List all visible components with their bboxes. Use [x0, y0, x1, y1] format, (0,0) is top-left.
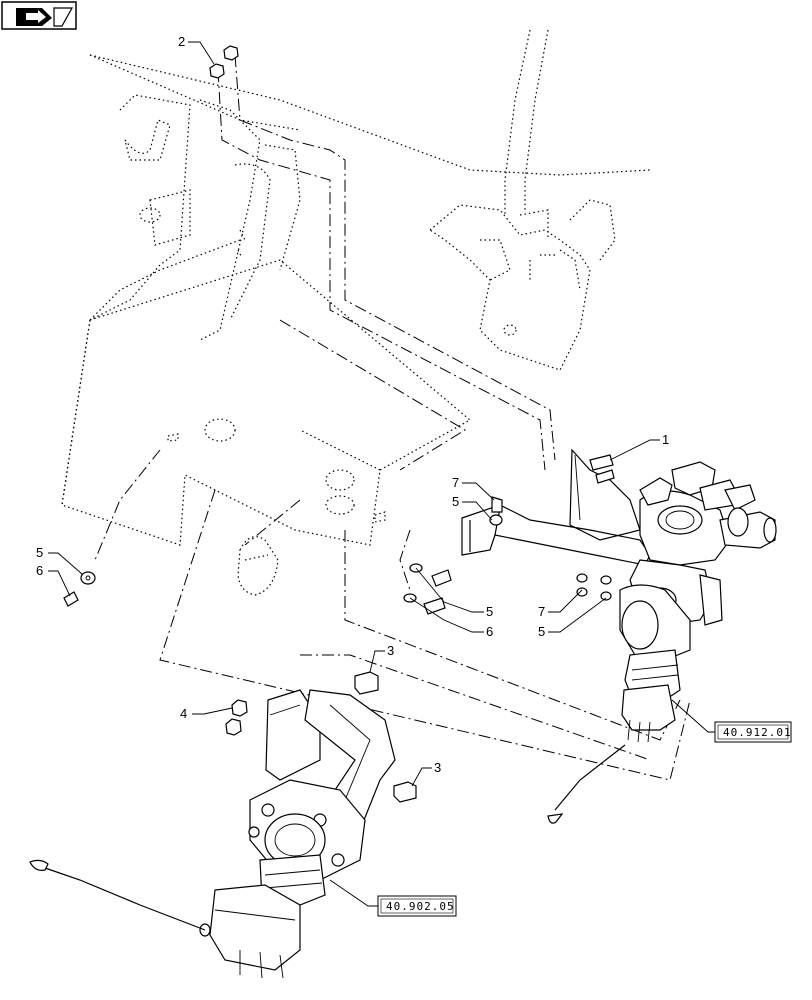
callout-labels: 2 1 7 5 5 6 5 6 7 5 3 4 3 — [36, 34, 669, 775]
callout-6: 6 — [36, 563, 43, 578]
callout-7: 7 — [538, 604, 545, 619]
lower-valve-assembly — [199, 671, 417, 979]
assembly-leader-lines — [94, 54, 691, 781]
callout-leaders — [48, 41, 715, 907]
page-flip-arrow-icon[interactable] — [1, 1, 77, 30]
callout-4: 4 — [180, 706, 187, 721]
harness-wire-left — [29, 859, 206, 931]
callout-7: 7 — [452, 475, 459, 490]
reference-label: 40.912.01 — [723, 726, 792, 739]
callout-3: 3 — [387, 643, 394, 658]
callout-5: 5 — [452, 494, 459, 509]
callout-5: 5 — [486, 604, 493, 619]
callout-2: 2 — [178, 34, 185, 49]
callout-5: 5 — [36, 545, 43, 560]
reference-box-40-912-01[interactable]: 40.912.01 — [714, 721, 792, 743]
callout-1: 1 — [662, 432, 669, 447]
valve-bracket-assembly — [461, 448, 777, 743]
reference-label: 40.902.05 — [386, 900, 455, 913]
nut-part — [209, 45, 239, 79]
harness-wire-right — [547, 744, 626, 824]
reference-box-40-902-05[interactable]: 40.902.05 — [377, 895, 457, 917]
knob-phantom — [237, 536, 279, 596]
callout-3: 3 — [434, 760, 441, 775]
bolt-washer-parts — [63, 563, 452, 615]
cab-frame-phantom — [61, 29, 651, 546]
callout-6: 6 — [486, 624, 493, 639]
callout-5: 5 — [538, 624, 545, 639]
